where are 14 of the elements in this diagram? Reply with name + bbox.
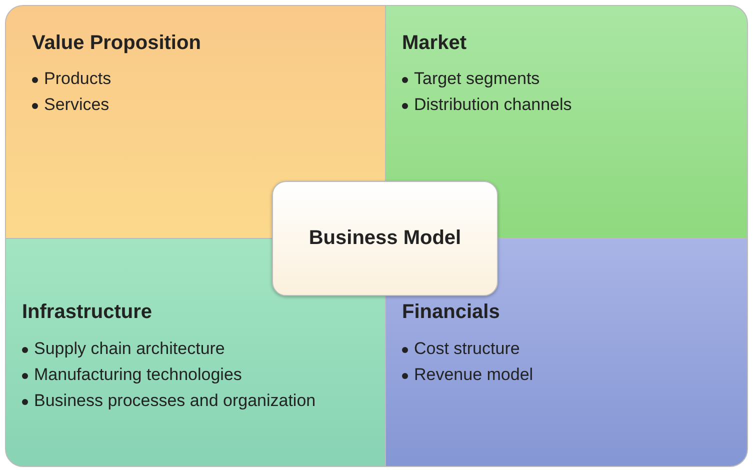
bullet-item: Revenue model xyxy=(414,365,534,385)
panel-heading: Market xyxy=(402,32,466,55)
bullet-item: Target segments xyxy=(414,69,540,89)
bullet-item: Manufacturing technologies xyxy=(34,365,242,385)
bullet-item: Distribution channels xyxy=(414,95,572,115)
center-box: Business Model xyxy=(272,181,498,296)
panel-heading: Infrastructure xyxy=(22,301,152,324)
bullet-item: Products xyxy=(44,69,112,89)
bullet-item: Business processes and organization xyxy=(34,391,316,411)
panel-heading: Value Proposition xyxy=(32,32,201,55)
bullet-item: Supply chain architecture xyxy=(34,339,225,359)
panel-heading: Financials xyxy=(402,301,500,324)
bullet-item: Cost structure xyxy=(414,339,520,359)
bullet-item: Services xyxy=(44,95,110,115)
